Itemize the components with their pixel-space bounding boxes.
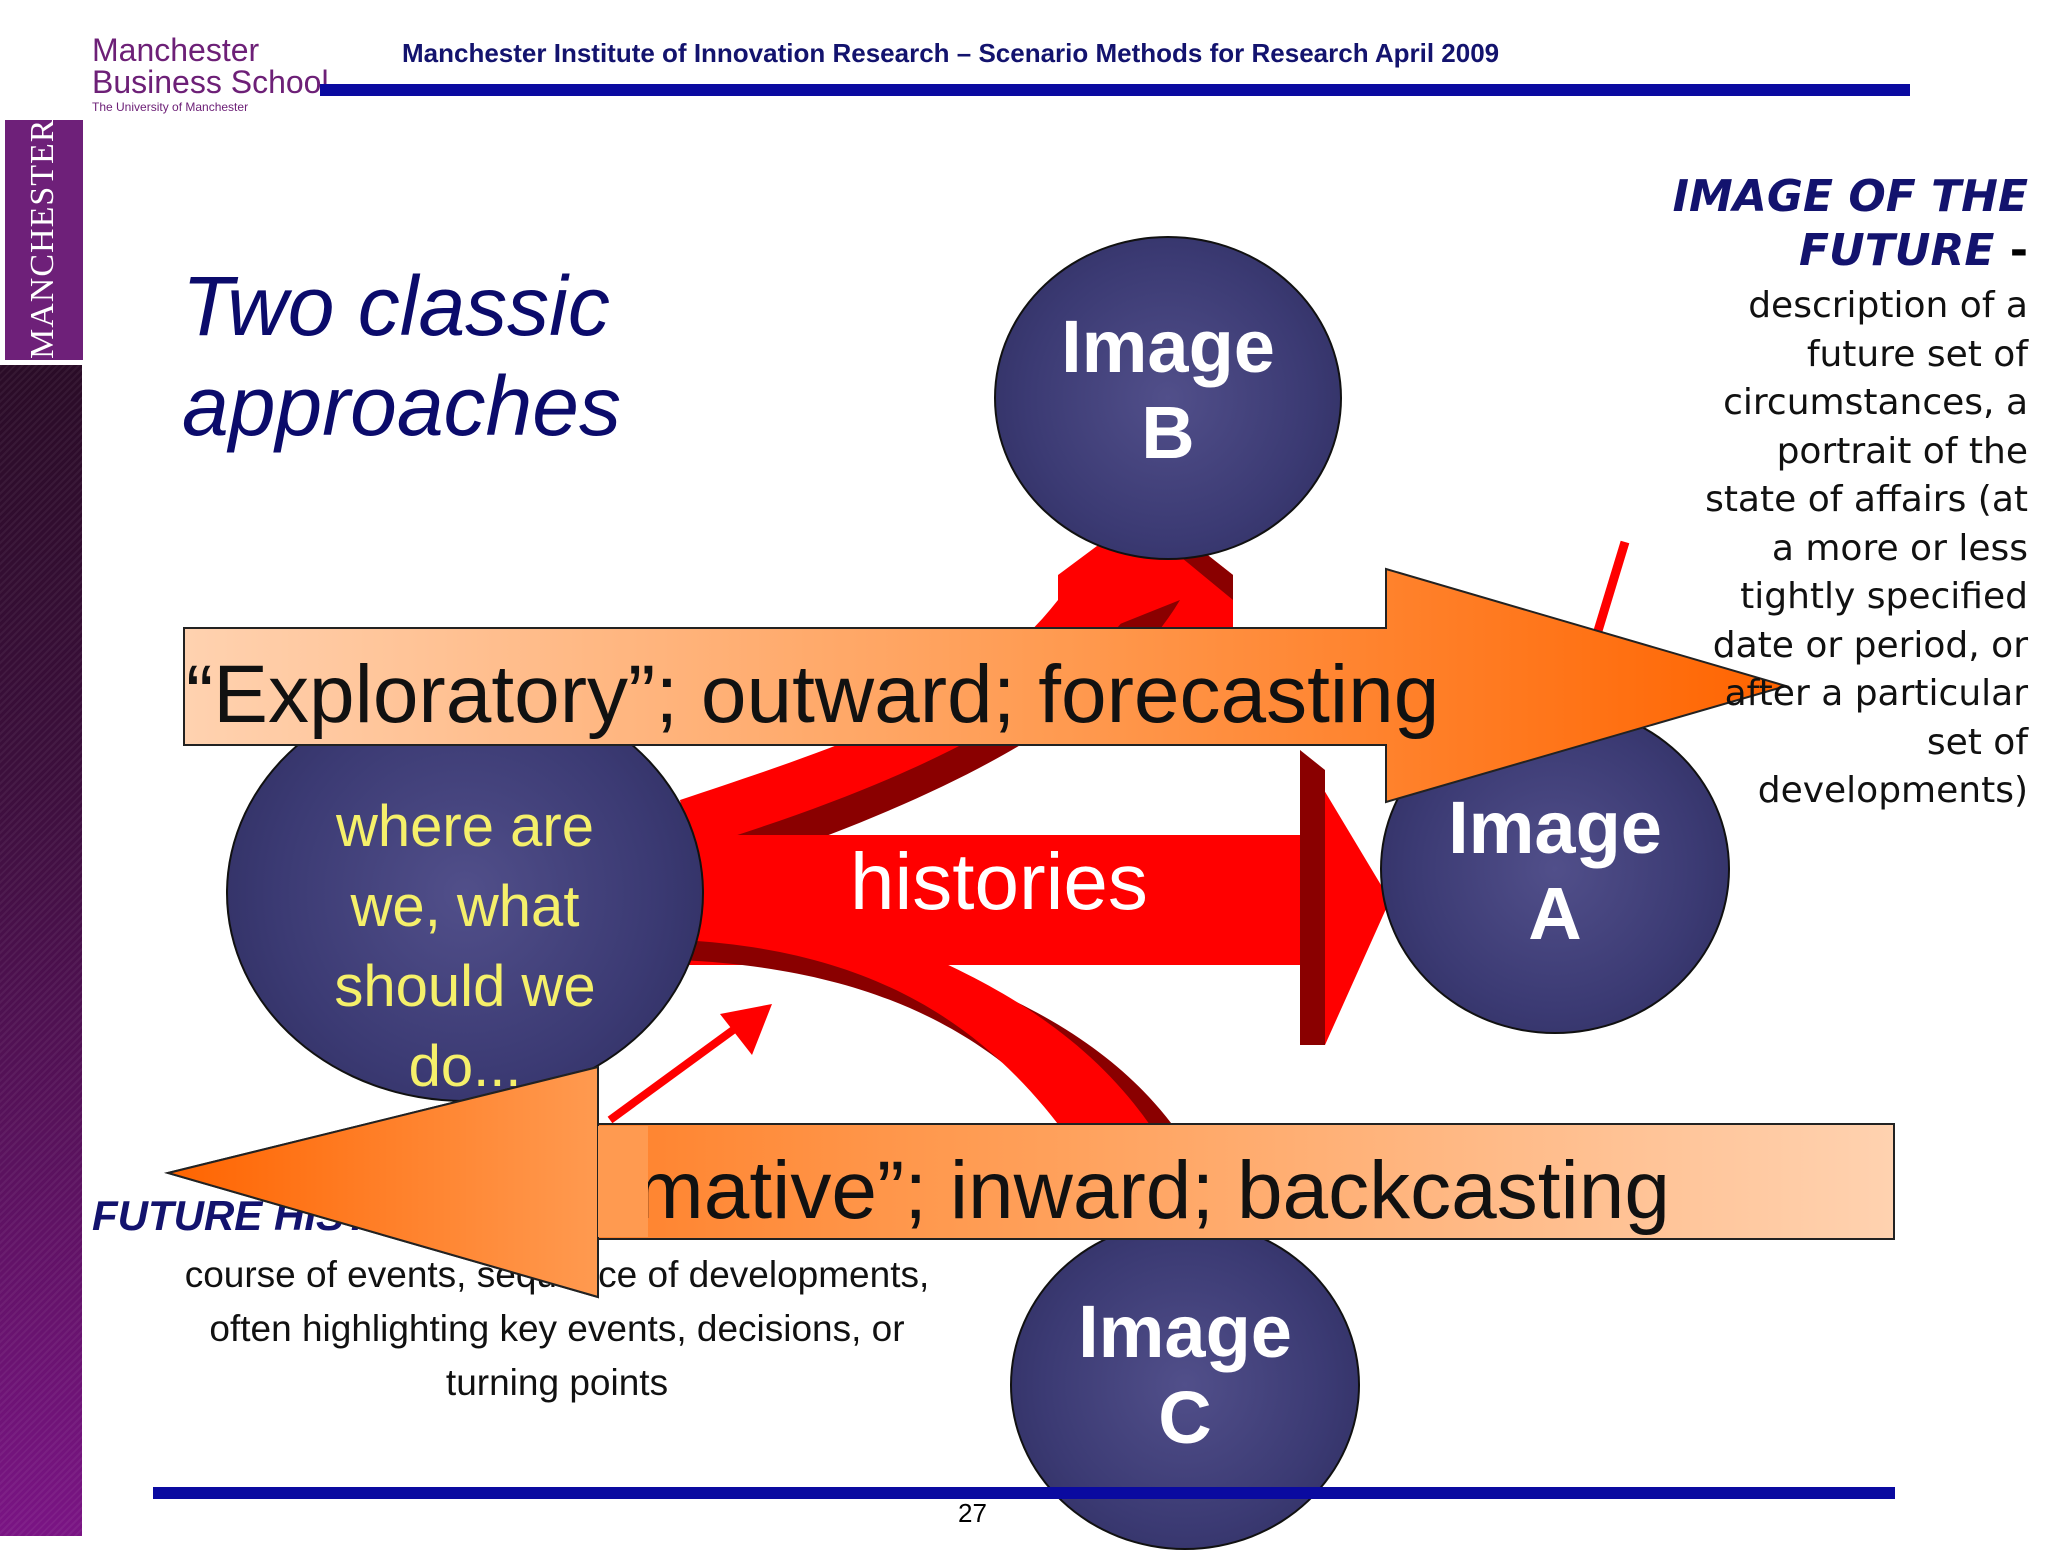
brand-subtitle: The University of Manchester [92, 100, 249, 114]
image-def-line: after a particular [1724, 673, 2028, 714]
slide-title-line1: Two classic [182, 259, 610, 353]
image-def-line: future set of [1806, 333, 2028, 375]
image-b-label: Image [1061, 305, 1275, 388]
header-title: Manchester Institute of Innovation Resea… [402, 38, 1500, 68]
present-line2: we, what [350, 874, 580, 939]
image-def-line: portrait of the [1776, 430, 2028, 472]
slide-title-line2: approaches [182, 359, 621, 453]
header-rule [320, 84, 1910, 96]
present-line3: should we [334, 954, 596, 1019]
exploratory-label: “Exploratory”; outward; forecasting [186, 649, 1440, 740]
future-history-pointer [607, 1021, 743, 1124]
image-c-letter: C [1158, 1376, 1212, 1459]
side-decor-strip [0, 365, 82, 1536]
future-history-description: course of events, sequence of developmen… [92, 1248, 1022, 1410]
manchester-logo: MANCHESTER1824 [5, 67, 83, 360]
image-def-line: date or period, or [1712, 624, 2028, 666]
image-a-letter: A [1528, 872, 1582, 955]
footer-rule [153, 1487, 1895, 1499]
image-def-line: set of [1926, 721, 2028, 763]
page-number: 27 [958, 1498, 987, 1528]
image-def-line: circumstances, a [1723, 382, 2028, 423]
present-line4: do... [408, 1034, 522, 1099]
future-history-line2: often highlighting key events, decisions… [209, 1308, 905, 1349]
present-circle: where are we, what should we do... [226, 684, 704, 1102]
image-of-future-description: description of a future set of circumsta… [1608, 282, 2028, 816]
image-def-line: state of affairs (at [1705, 479, 2028, 520]
future-history-line3: turning points [445, 1362, 669, 1403]
image-a-label: Image [1448, 786, 1662, 869]
image-def-line: a more or less [1771, 527, 2028, 569]
image-def-line: developments) [1757, 770, 2028, 811]
image-of-future-heading-line2: FUTURE - [1798, 225, 2028, 276]
normative-label: “Normative”; inward; backcasting [476, 1145, 1670, 1236]
image-of-future-heading: IMAGE OF THE FUTURE - [1628, 170, 2028, 278]
image-def-line: description of a [1748, 285, 2028, 326]
present-line1: where are [336, 794, 594, 859]
brand-line2: Business School [92, 64, 329, 100]
image-c-label: Image [1078, 1290, 1292, 1373]
image-of-future-heading-line1: IMAGE OF THE [1672, 171, 2028, 222]
exploratory-arrow [183, 567, 1790, 804]
image-def-line: tightly specified [1740, 576, 2028, 617]
histories-label: histories [850, 837, 1148, 926]
brand-line1: Manchester [92, 32, 260, 68]
image-b-letter: B [1141, 391, 1195, 474]
slide-title: Two classic approaches [182, 256, 621, 456]
image-b-circle: Image B [994, 236, 1342, 560]
business-school-logo: Manchester Business School [92, 34, 329, 98]
